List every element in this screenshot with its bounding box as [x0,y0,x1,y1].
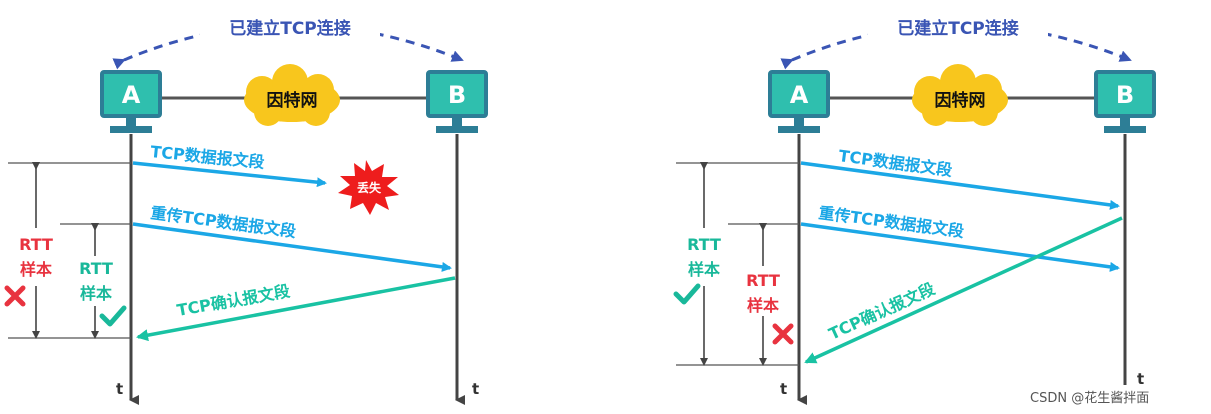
time-axis-a-label: t [116,380,123,398]
ack-arrow [136,276,456,342]
network-label: 因特网 [267,90,318,111]
lost-label: 丢失 [357,180,382,195]
rtt-outer-line1: RTT [687,235,721,254]
rtt-inner-line1: RTT [79,259,113,278]
host-a-label: A [122,81,141,109]
check-icon [673,283,701,305]
rtt-outer-line1: RTT [19,235,53,254]
check-icon [99,305,127,327]
watermark: CSDN @花生酱拌面 [1030,390,1149,406]
segment-arrow [132,161,327,188]
right-panel: 已建立TCP连接 因特网 A B t t [673,12,1156,406]
left-panel: 已建立TCP连接 因特网 A B t t [4,12,488,405]
network-label: 因特网 [935,90,986,111]
rtt-inner-line2: 样本 [80,284,112,303]
retransmit-arrow [800,222,1120,272]
cross-icon [4,285,26,307]
ack-label: TCP确认报文段 [175,281,292,320]
host-b-label: B [448,81,466,109]
cross-icon [772,323,794,345]
ack-arrow [804,216,1123,364]
host-b-icon [426,70,488,133]
host-a-icon [100,70,162,133]
time-axis-b-label: t [1137,370,1144,388]
host-b-label: B [1116,81,1134,109]
retransmit-arrow [132,222,452,272]
host-b-icon [1094,70,1156,133]
internet-cloud-icon [244,64,340,126]
rtt-inner-line1: RTT [746,271,780,290]
segment-arrow [800,161,1120,210]
rtt-outer-line2: 样本 [20,260,52,279]
connection-title: 已建立TCP连接 [897,18,1019,39]
rtt-outer-line2: 样本 [688,260,720,279]
internet-cloud-icon [912,64,1008,126]
rtt-inner-line2: 样本 [747,296,779,315]
host-a-icon [768,70,830,133]
lost-burst-icon [338,160,399,215]
time-axis-b-label: t [472,380,479,398]
host-a-label: A [790,81,809,109]
time-axis-a-label: t [780,380,787,398]
connection-title: 已建立TCP连接 [229,18,351,39]
